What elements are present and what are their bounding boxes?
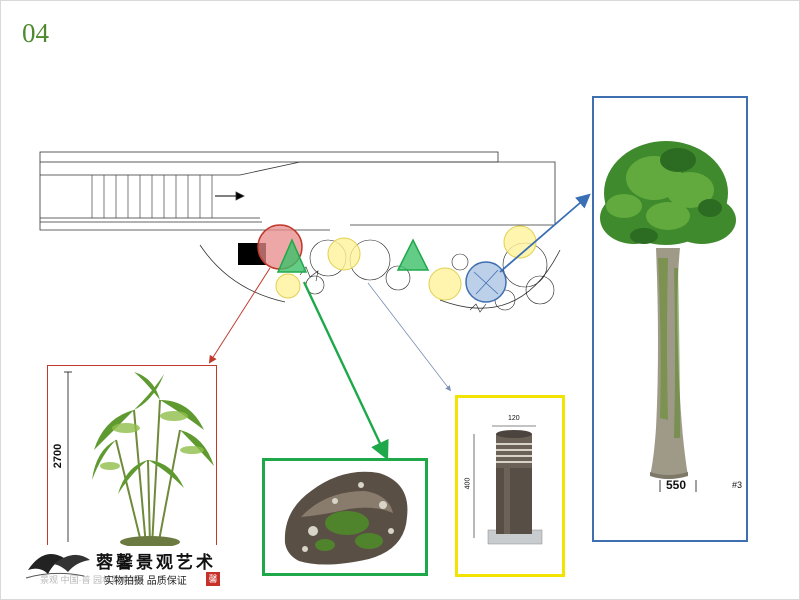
tree-panel: 550 #3 <box>592 96 748 542</box>
page-number: 04 <box>22 18 49 48</box>
tree-symbol <box>465 261 507 303</box>
tree-dimension-line <box>659 480 697 492</box>
palm-dimension-line <box>64 371 72 542</box>
arrow-palm <box>208 267 271 364</box>
palm-panel: 2700 <box>47 365 217 546</box>
lamp-panel: 120 400 <box>455 395 565 577</box>
arrow-lamp <box>367 282 451 392</box>
rock-symbol-1 <box>276 238 308 273</box>
logo-bird-icon <box>25 554 90 579</box>
arrow-tree <box>499 193 591 273</box>
yellow-shrub-symbols <box>275 225 537 301</box>
watermark-text: 景观 中国·普 园林景观网 <box>40 575 138 585</box>
bollard-lamp-illustration-icon <box>473 425 543 545</box>
rock-panel <box>262 458 428 576</box>
rock-symbol-2 <box>396 238 430 271</box>
brand-slogan: 实物拍摄 品质保证 <box>104 576 187 587</box>
lamp-width-label: 120 <box>508 415 520 422</box>
brand-seal: 馨 <box>206 572 220 586</box>
tree-illustration-icon <box>600 141 736 479</box>
rock-illustration-icon <box>284 471 408 565</box>
palm-illustration-icon <box>92 372 214 546</box>
arrow-rock <box>302 281 389 461</box>
palm-height-label: 2700 <box>52 443 65 469</box>
tree-width-label: 550 <box>666 478 687 492</box>
staircase-plan <box>39 151 561 309</box>
brand-name: 蓉馨景观艺术 <box>96 553 216 573</box>
tree-tag: #3 <box>732 480 743 490</box>
